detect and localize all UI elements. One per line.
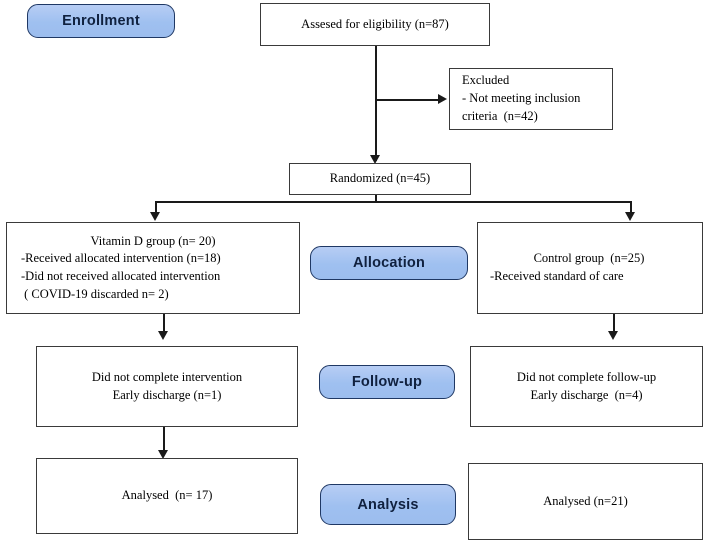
connector-vitamind-to-followup (163, 314, 165, 336)
arrowhead-excluded (438, 94, 447, 104)
stage-badge-allocation-label: Allocation (352, 255, 426, 271)
arrowhead-vitamind-group (150, 212, 160, 221)
node-assessed-for-eligibility: Assesed for eligibility (n=87) (260, 3, 490, 46)
stage-badge-followup-label: Follow-up (351, 374, 423, 390)
stage-badge-followup[interactable]: Follow-up (319, 365, 455, 399)
node-excluded-line-2: - Not meeting inclusion (462, 91, 581, 106)
node-analysed-left: Analysed (n= 17) (36, 458, 298, 534)
connector-followup-to-analysed-left (163, 427, 165, 455)
node-followup-left-line-2: Early discharge (n=1) (112, 387, 222, 402)
node-followup-left: Did not complete intervention Early disc… (36, 346, 298, 427)
arrowhead-followup-left (158, 331, 168, 340)
node-followup-left-line-1: Did not complete intervention (91, 369, 243, 384)
node-vitamin-d-line-3: -Did not received allocated intervention (21, 269, 221, 283)
node-control-line-1: Control group (n=25) (533, 251, 645, 266)
arrowhead-randomized (370, 155, 380, 164)
node-analysed-left-line-1: Analysed (n= 17) (121, 488, 213, 503)
node-randomized-line-1: Randomized (n=45) (329, 171, 431, 186)
stage-badge-enrollment[interactable]: Enrollment (27, 4, 175, 38)
connector-assessed-to-excluded (375, 99, 440, 101)
node-analysed-right: Analysed (n=21) (468, 463, 703, 540)
connector-randomized-to-control (630, 201, 632, 217)
arrowhead-analysed-left (158, 450, 168, 459)
node-followup-right: Did not complete follow-up Early dischar… (470, 346, 703, 427)
node-excluded-line-1: Excluded (462, 73, 510, 88)
stage-badge-allocation[interactable]: Allocation (310, 246, 468, 280)
node-followup-right-line-1: Did not complete follow-up (516, 369, 657, 384)
node-control-group: Control group (n=25) -Received standard … (477, 222, 703, 314)
connector-randomized-to-vitamind (155, 201, 157, 217)
connector-randomized-stem (375, 194, 377, 203)
node-excluded: Excluded - Not meeting inclusion criteri… (449, 68, 613, 130)
connector-control-to-followup (613, 314, 615, 336)
node-vitamin-d-line-4: ( COVID-19 discarded n= 2) (21, 286, 169, 301)
node-vitamin-d-line-1: Vitamin D group (n= 20) (90, 233, 216, 248)
node-assessed-line-1: Assesed for eligibility (n=87) (301, 16, 449, 31)
node-vitamin-d-group: Vitamin D group (n= 20) -Received alloca… (6, 222, 300, 314)
arrowhead-control-group (625, 212, 635, 221)
node-analysed-right-line-1: Analysed (n=21) (543, 493, 628, 508)
stage-badge-analysis[interactable]: Analysis (320, 484, 456, 525)
node-excluded-line-3: criteria (n=42) (462, 108, 538, 123)
connector-assessed-to-randomized (375, 46, 377, 161)
arrowhead-followup-right (608, 331, 618, 340)
connector-allocation-split-bar (155, 201, 631, 203)
node-followup-right-line-2: Early discharge (n=4) (530, 387, 643, 402)
node-randomized: Randomized (n=45) (289, 163, 471, 195)
stage-badge-analysis-label: Analysis (357, 496, 419, 513)
node-vitamin-d-line-2: -Received allocated intervention (n=18) (21, 251, 221, 266)
stage-badge-enrollment-label: Enrollment (62, 13, 140, 29)
node-control-line-2: -Received standard of care (490, 269, 624, 283)
